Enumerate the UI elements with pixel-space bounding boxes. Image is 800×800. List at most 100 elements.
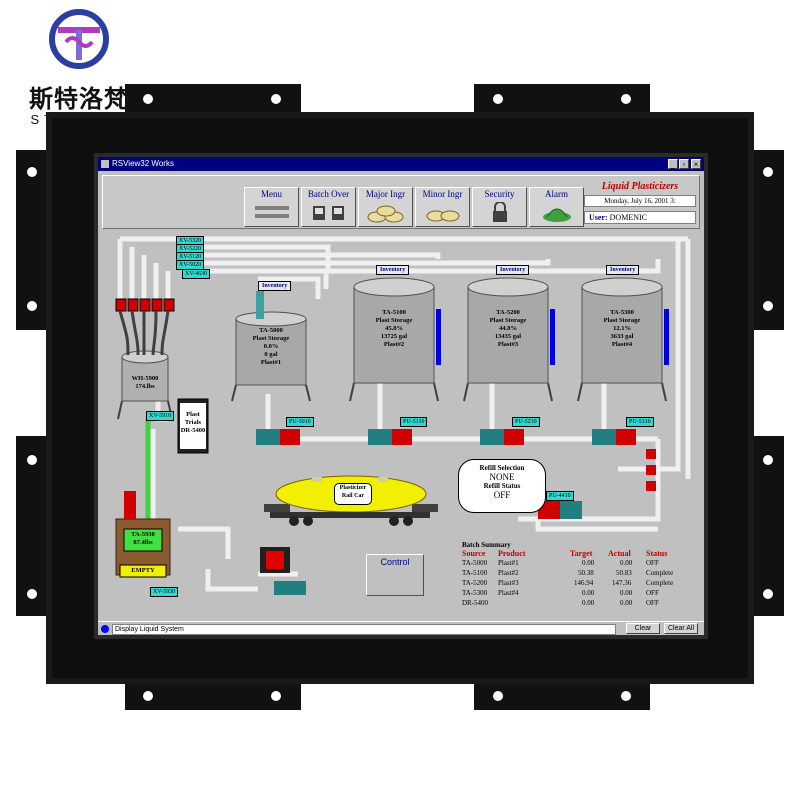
minor-ingr-button[interactable]: Minor Ingr (415, 187, 470, 227)
storage-tank-3 (463, 277, 555, 402)
bell-icon (543, 208, 571, 222)
pump-tag[interactable]: PU-5210 (512, 417, 540, 427)
cell-target: 0.00 (582, 599, 595, 607)
tank-pct: 12.1% (613, 325, 631, 332)
batch-icon (313, 206, 344, 220)
table-row: DR-5400 0.00 0.00 OFF (462, 599, 698, 609)
pump-tag[interactable]: PU-5110 (400, 417, 428, 427)
status-indicator-icon (101, 625, 109, 633)
user-name: DOMENIC (609, 213, 647, 222)
cell-product: Plast#2 (498, 569, 519, 577)
cell-source: TA-5300 (462, 589, 488, 597)
cell-product: Plast#3 (498, 579, 519, 587)
status-bar: Display Liquid System Clear Clear All (98, 621, 704, 635)
batch-over-button[interactable]: Batch Over (301, 187, 356, 227)
storage-tank-1 (231, 291, 311, 402)
cell-status: Complete (646, 569, 674, 577)
refill-panel: Refill Selection NONE Refill Status OFF (458, 459, 546, 513)
restore-icon[interactable]: ▫ (679, 159, 689, 169)
valve-tag[interactable]: XV-4630 (182, 269, 211, 279)
inventory-button[interactable]: Inventory (606, 265, 640, 275)
inventory-button[interactable]: Inventory (496, 265, 530, 275)
minor-ingr-label: Minor Ingr (422, 189, 463, 199)
hazard-sign-inner (266, 551, 284, 569)
menu-button[interactable]: Menu (244, 187, 299, 227)
tank-desc: Plast Storage (375, 317, 413, 324)
bags-icon (426, 210, 460, 222)
cell-source: TA-5200 (462, 579, 488, 587)
weigh-hopper-label: WH-5900 174.lbs (124, 375, 166, 391)
status-message: Display Liquid System (112, 624, 616, 635)
tank-desc: Plast Storage (489, 317, 527, 324)
cell-product: Plast#4 (498, 589, 519, 597)
cell-target: 146.94 (574, 579, 594, 587)
user-label: User: (589, 213, 608, 222)
batch-summary-header: Source Product Target Actual Status (462, 549, 698, 559)
tank-pct: 45.8% (385, 325, 403, 332)
tank-product: Plast#4 (611, 341, 633, 348)
refill-status-title: Refill Status (483, 482, 521, 490)
hmi-screen: RSView32 Works _ ▫ × Menu Batch Over Maj… (98, 157, 704, 635)
mounting-bracket-bottom-right (474, 680, 650, 710)
mix-tank-value: 87.4lbs (133, 539, 153, 546)
tank-gal: 13435 gal (494, 333, 522, 340)
tank-id: TA-5000 (259, 327, 283, 334)
tank-label-2: TA-5100 Plast Storage 45.8% 13725 gal Pl… (360, 309, 428, 349)
inventory-button[interactable]: Inventory (258, 281, 292, 291)
col-target: Target (570, 549, 593, 558)
major-ingr-button[interactable]: Major Ingr (358, 187, 413, 227)
pump-tag[interactable]: PU-4410 (546, 491, 574, 501)
cell-status: Complete (646, 579, 674, 587)
security-button[interactable]: Security (472, 187, 527, 227)
brand-logo-icon (49, 9, 109, 69)
col-product: Product (498, 549, 526, 558)
refill-status: OFF (493, 490, 511, 500)
weigh-hopper-graphic (117, 310, 173, 420)
mix-tank-graphic (115, 491, 171, 578)
pipes (117, 236, 691, 592)
tank-label-1: TA-5000 Plast Storage 0.0% 0 gal Plast#1 (240, 327, 302, 367)
col-status: Status (646, 549, 668, 558)
tank-gal: 3633 gal (610, 333, 634, 340)
valve-right-1 (646, 449, 656, 459)
mix-tank-name: TA-5930 (131, 531, 155, 538)
valve-tag-lower[interactable]: XV-5910 (146, 411, 175, 421)
weigh-hopper-name: WH-5900 (131, 375, 159, 382)
alarm-button[interactable]: Alarm (529, 187, 584, 227)
clear-all-button[interactable]: Clear All (664, 623, 698, 634)
pump-tag[interactable]: PU-5310 (626, 417, 654, 427)
pump-tag[interactable]: PU-5010 (286, 417, 314, 427)
cell-actual: 50.83 (616, 569, 632, 577)
mounting-bracket-top-left (125, 84, 301, 114)
plast-trials-id: DR-5400 (180, 427, 206, 434)
refill-selection: NONE (489, 472, 515, 482)
batch-summary: Batch Summary Source Product Target Actu… (462, 541, 698, 609)
tank-desc: Plast Storage (603, 317, 641, 324)
close-icon[interactable]: × (691, 159, 701, 169)
tank-gal: 13725 gal (380, 333, 408, 340)
valve-right-3 (646, 481, 656, 491)
tank-pct: 0.0% (263, 343, 279, 350)
clear-button[interactable]: Clear (626, 623, 660, 634)
control-panel[interactable]: Control (366, 554, 424, 596)
minimize-icon[interactable]: _ (668, 159, 678, 169)
batch-summary-title: Batch Summary (462, 541, 511, 549)
valve-tag-bottom[interactable]: XV-5930 (150, 587, 179, 597)
storage-tank-2 (349, 277, 441, 402)
tank-product: Plast#3 (497, 341, 519, 348)
valve-cluster (115, 298, 175, 312)
col-source: Source (462, 549, 486, 558)
app-icon (101, 160, 109, 168)
security-label: Security (484, 189, 515, 199)
rail-car-label: Plasticizer Rail Car (334, 483, 372, 505)
inventory-button[interactable]: Inventory (376, 265, 410, 275)
alarm-label: Alarm (545, 189, 568, 199)
brand-name-cn: 斯特洛梵 (29, 85, 129, 113)
lock-icon (493, 202, 507, 222)
cell-status: OFF (646, 589, 659, 597)
tank-gal: 0 gal (264, 351, 278, 358)
tank-label-3: TA-5200 Plast Storage 44.8% 13435 gal Pl… (474, 309, 542, 349)
info-panel: Liquid Plasticizers Monday, July 16, 200… (584, 179, 696, 227)
mix-tank-label: TA-5930 87.4lbs (124, 531, 162, 547)
tank-label-4: TA-5300 Plast Storage 12.1% 3633 gal Pla… (588, 309, 656, 349)
